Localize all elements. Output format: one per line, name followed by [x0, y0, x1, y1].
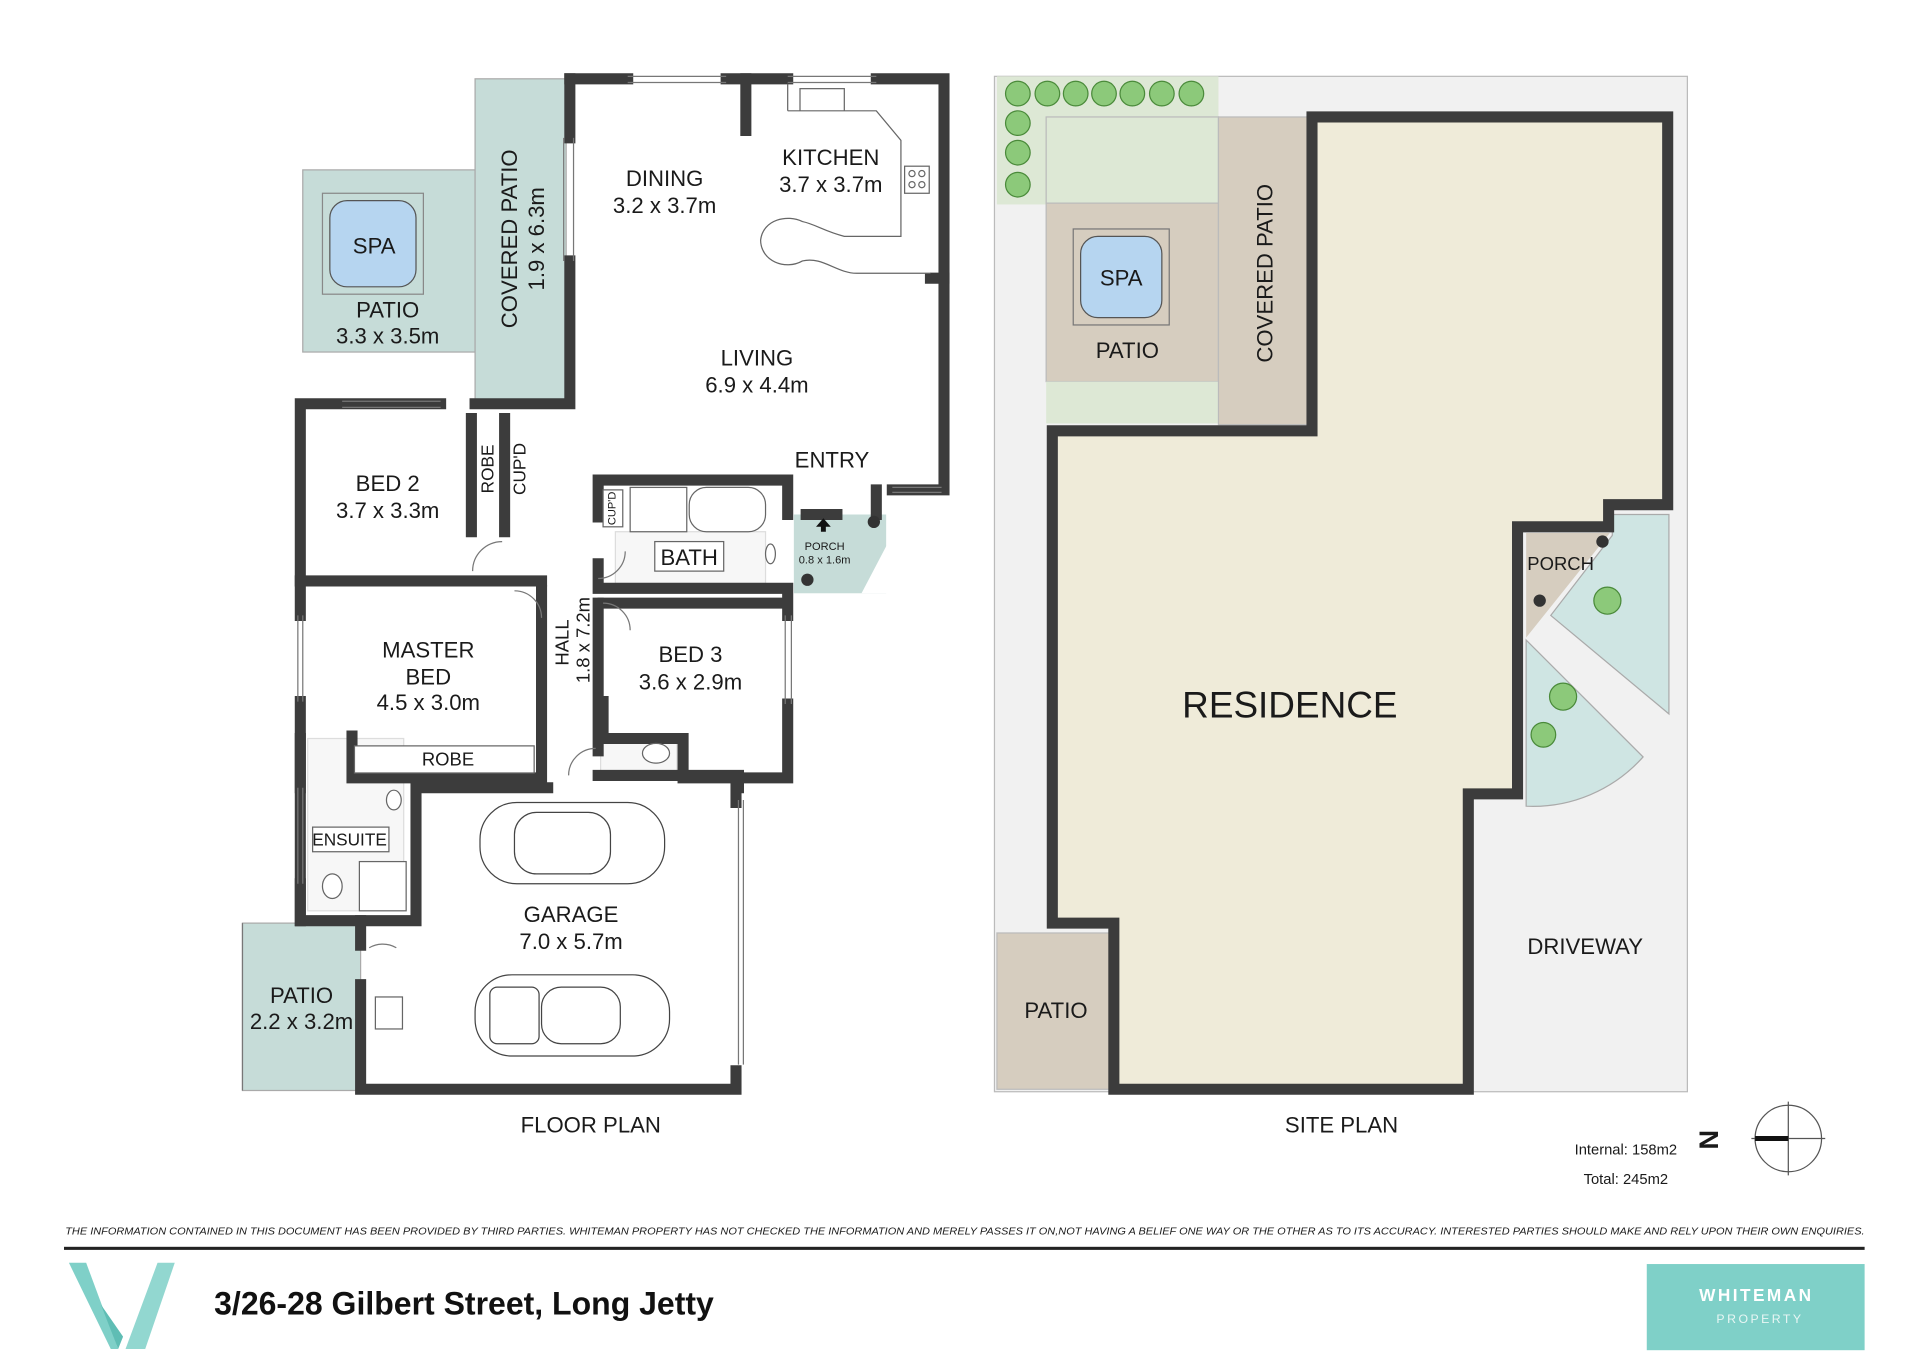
site-patio-label: PATIO [1096, 338, 1159, 363]
bed2-label: BED 2 [356, 471, 420, 496]
garden-area-2 [1525, 638, 1644, 807]
kitchen-label: KITCHEN [782, 145, 879, 170]
garage-label: GARAGE [524, 902, 619, 927]
patio-label: PATIO [356, 298, 419, 323]
dining-size: 3.2 x 3.7m [613, 193, 716, 218]
bath-label: BATH [661, 545, 718, 570]
walls [294, 73, 950, 1095]
garage-size: 7.0 x 5.7m [519, 929, 622, 954]
living-label: LIVING [721, 346, 794, 371]
dining-label: DINING [626, 166, 704, 191]
plant-icon [1548, 682, 1578, 711]
patio-2-area [241, 922, 362, 1092]
driveway-label: DRIVEWAY [1527, 934, 1643, 959]
bed2-size: 3.7 x 3.3m [336, 498, 439, 523]
site-spa-pool [1080, 235, 1163, 319]
master-bed-label-1: MASTER [382, 637, 474, 662]
floor-plan: SPA PATIO 3.3 x 3.5m COVERED PATIO 1.9 x… [241, 73, 950, 1137]
plant-icon [1593, 586, 1622, 615]
footer: THE INFORMATION CONTAINED IN THIS DOCUME… [64, 1226, 1865, 1351]
floor-plan-title: FLOOR PLAN [521, 1112, 661, 1137]
site-porch-label: PORCH [1527, 553, 1594, 574]
internal-area: Internal: 158m2 [1575, 1142, 1678, 1158]
master-bed-size: 4.5 x 3.0m [377, 690, 480, 715]
covered-patio-area [474, 78, 567, 402]
bed3-size: 3.6 x 2.9m [639, 669, 742, 694]
porch-label: PORCH [805, 541, 845, 553]
hall-label: HALL [552, 619, 573, 665]
entry-arrow-icon [816, 518, 831, 532]
site-residence [1046, 111, 1674, 1095]
ensuite-label: ENSUITE [312, 830, 387, 850]
site-spa-label: SPA [1100, 266, 1143, 291]
covered-patio-size: 1.9 x 6.3m [524, 187, 549, 290]
site-patio-2 [996, 932, 1111, 1090]
patio-2-size: 2.2 x 3.2m [250, 1009, 353, 1034]
master-bed-label-2: BED [406, 664, 452, 689]
site-porch [1526, 532, 1610, 638]
property-address: 3/26-28 Gilbert Street, Long Jetty [214, 1285, 714, 1321]
site-plan: SPA PATIO COVERED PATIO RESIDENCE PORCH … [993, 75, 1826, 1188]
north-label: N [1693, 1130, 1724, 1150]
car-icon [474, 801, 671, 1057]
site-covered-patio [1217, 116, 1308, 426]
residence-label: RESIDENCE [1182, 685, 1397, 726]
kitchen-size: 3.7 x 3.7m [779, 172, 882, 197]
site-patio-2-label: PATIO [1024, 998, 1087, 1023]
fixtures [312, 83, 931, 1057]
patio-2-label: PATIO [270, 983, 333, 1008]
site-covered-patio-label: COVERED PATIO [1253, 184, 1278, 363]
spa-label: SPA [353, 234, 396, 259]
total-area: Total: 245m2 [1584, 1172, 1668, 1188]
cupd-label: CUP'D [510, 443, 530, 495]
bed3-label: BED 3 [658, 642, 722, 667]
master-robe-label: ROBE [422, 749, 474, 770]
site-plan-title: SITE PLAN [1285, 1112, 1398, 1137]
disclaimer-text: THE INFORMATION CONTAINED IN THIS DOCUME… [65, 1226, 1864, 1237]
porch-size: 0.8 x 1.6m [799, 555, 851, 567]
hall-size: 1.8 x 7.2m [573, 597, 594, 683]
spa-pool [329, 200, 417, 288]
whiteman-logo-mark [68, 1262, 175, 1349]
whiteman-brand-badge [1646, 1264, 1865, 1351]
brand-name: WHITEMAN [1699, 1285, 1813, 1305]
living-size: 6.9 x 4.4m [705, 373, 808, 398]
windows [241, 75, 942, 1091]
cupd-2-label: CUP'D [606, 492, 618, 525]
covered-patio-label: COVERED PATIO [497, 149, 522, 328]
floor-plan-labels: SPA PATIO 3.3 x 3.5m COVERED PATIO 1.9 x… [250, 145, 883, 1137]
robe-label: ROBE [478, 445, 498, 494]
compass-icon: N [1693, 1101, 1826, 1176]
brand-subtitle: PROPERTY [1716, 1312, 1803, 1326]
entry-label: ENTRY [795, 448, 870, 473]
plant-icon [1530, 721, 1557, 748]
patio-size: 3.3 x 3.5m [336, 323, 439, 348]
